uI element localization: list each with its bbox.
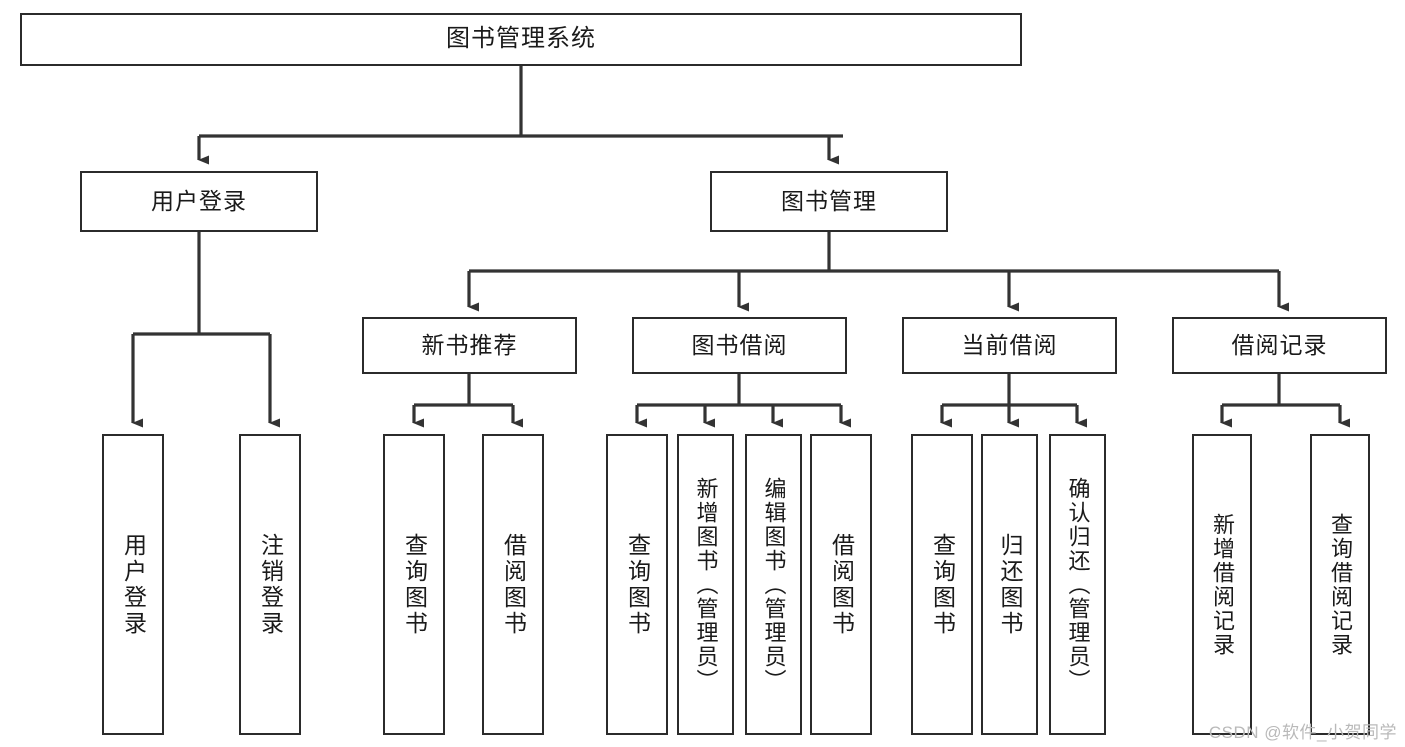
- node-leaf-confirm-return[interactable]: 确认归还（管理员）: [1049, 434, 1106, 735]
- node-leaf-query-record-label: 查询借阅记录: [1328, 512, 1353, 657]
- node-borrow-record[interactable]: 借阅记录: [1172, 317, 1387, 374]
- node-leaf-add-record[interactable]: 新增借阅记录: [1192, 434, 1252, 735]
- watermark-text: CSDN @软件_小贺同学: [1208, 723, 1397, 742]
- node-leaf-user-login[interactable]: 用户登录: [102, 434, 164, 735]
- node-leaf-borrow-book-2-label: 借阅图书: [828, 532, 855, 637]
- node-leaf-query-book-3[interactable]: 查询图书: [911, 434, 973, 735]
- node-leaf-query-book-3-label: 查询图书: [929, 532, 956, 637]
- node-root-label: 图书管理系统: [446, 25, 596, 53]
- node-leaf-confirm-return-label: 确认归还（管理员）: [1065, 476, 1091, 693]
- node-leaf-edit-book[interactable]: 编辑图书（管理员）: [745, 434, 802, 735]
- node-user-login[interactable]: 用户登录: [80, 171, 318, 232]
- node-borrow-record-label: 借阅记录: [1231, 331, 1328, 358]
- node-leaf-query-book-2[interactable]: 查询图书: [606, 434, 668, 735]
- node-leaf-query-book-2-label: 查询图书: [624, 532, 651, 637]
- node-leaf-edit-book-label: 编辑图书（管理员）: [761, 476, 787, 693]
- node-book-borrow-label: 图书借阅: [691, 331, 788, 358]
- node-leaf-add-record-label: 新增借阅记录: [1210, 512, 1235, 657]
- node-leaf-borrow-book-1[interactable]: 借阅图书: [482, 434, 544, 735]
- node-current-borrow-label: 当前借阅: [961, 331, 1058, 358]
- node-leaf-user-login-label: 用户登录: [120, 532, 147, 637]
- node-leaf-query-record[interactable]: 查询借阅记录: [1310, 434, 1370, 735]
- node-leaf-borrow-book-2[interactable]: 借阅图书: [810, 434, 872, 735]
- node-current-borrow[interactable]: 当前借阅: [902, 317, 1117, 374]
- node-leaf-query-book-1[interactable]: 查询图书: [383, 434, 445, 735]
- node-leaf-add-book[interactable]: 新增图书（管理员）: [677, 434, 734, 735]
- node-leaf-user-logout[interactable]: 注销登录: [239, 434, 301, 735]
- node-leaf-user-logout-label: 注销登录: [257, 532, 284, 637]
- node-leaf-return-book[interactable]: 归还图书: [981, 434, 1038, 735]
- node-book-borrow[interactable]: 图书借阅: [632, 317, 847, 374]
- node-book-manage-label: 图书管理: [781, 187, 877, 214]
- node-leaf-query-book-1-label: 查询图书: [401, 532, 428, 637]
- node-leaf-add-book-label: 新增图书（管理员）: [693, 476, 719, 693]
- node-user-login-label: 用户登录: [151, 187, 247, 214]
- node-root[interactable]: 图书管理系统: [20, 13, 1022, 66]
- node-book-manage[interactable]: 图书管理: [710, 171, 948, 232]
- node-new-book-rec-label: 新书推荐: [421, 331, 518, 358]
- node-leaf-return-book-label: 归还图书: [997, 532, 1023, 637]
- node-leaf-borrow-book-1-label: 借阅图书: [500, 532, 527, 637]
- node-new-book-rec[interactable]: 新书推荐: [362, 317, 577, 374]
